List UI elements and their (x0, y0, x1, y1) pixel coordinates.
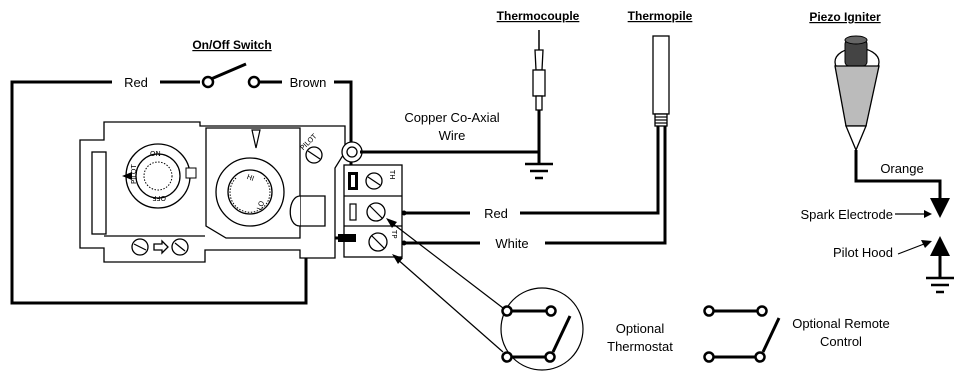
optional-remote-control (703, 305, 781, 363)
spark-electrode-label: Spark Electrode (801, 207, 894, 222)
thermopile-header: Thermopile (628, 9, 693, 23)
red-wire-label-mid: Red (484, 206, 508, 221)
thermostat-label-line1: Optional (616, 321, 665, 336)
optional-thermostat (386, 218, 584, 371)
on-off-switch-header: On/Off Switch (192, 38, 271, 52)
brown-wire-label: Brown (290, 75, 327, 90)
hi-lo-dial: HI LO (215, 157, 285, 227)
red-wire-label-top: Red (124, 75, 148, 90)
copper-wire-label-line1: Copper Co-Axial (404, 110, 499, 125)
pilot-hood-label: Pilot Hood (833, 245, 893, 260)
th-mark: TH (388, 169, 396, 180)
spark-electrode (895, 198, 954, 294)
remote-label-line2: Control (820, 334, 862, 349)
white-wire-label: White (495, 236, 528, 251)
gas-valve: PILOT ON OFF HI LO PILOT (79, 121, 407, 263)
thermocouple (525, 30, 553, 180)
copper-wire-label-line2: Wire (439, 128, 466, 143)
orange-wire-label: Orange (880, 161, 923, 176)
tp-mark: TP (390, 229, 398, 239)
thermostat-label-line2: Thermostat (607, 339, 673, 354)
lo-mark: LO (256, 199, 267, 211)
piezo-igniter-header: Piezo Igniter (809, 10, 881, 24)
on-mark: ON (150, 150, 161, 158)
hi-mark: HI (246, 173, 256, 183)
piezo-igniter (834, 35, 942, 198)
remote-label-line1: Optional Remote (792, 316, 890, 331)
thermocouple-header: Thermocouple (497, 9, 580, 23)
thermopile (520, 35, 670, 245)
pilot-mark: PILOT (130, 164, 138, 184)
terminal-block: TH TP (338, 164, 407, 258)
pilot-knob: PILOT ON OFF (122, 143, 197, 209)
off-mark: OFF (152, 194, 166, 202)
